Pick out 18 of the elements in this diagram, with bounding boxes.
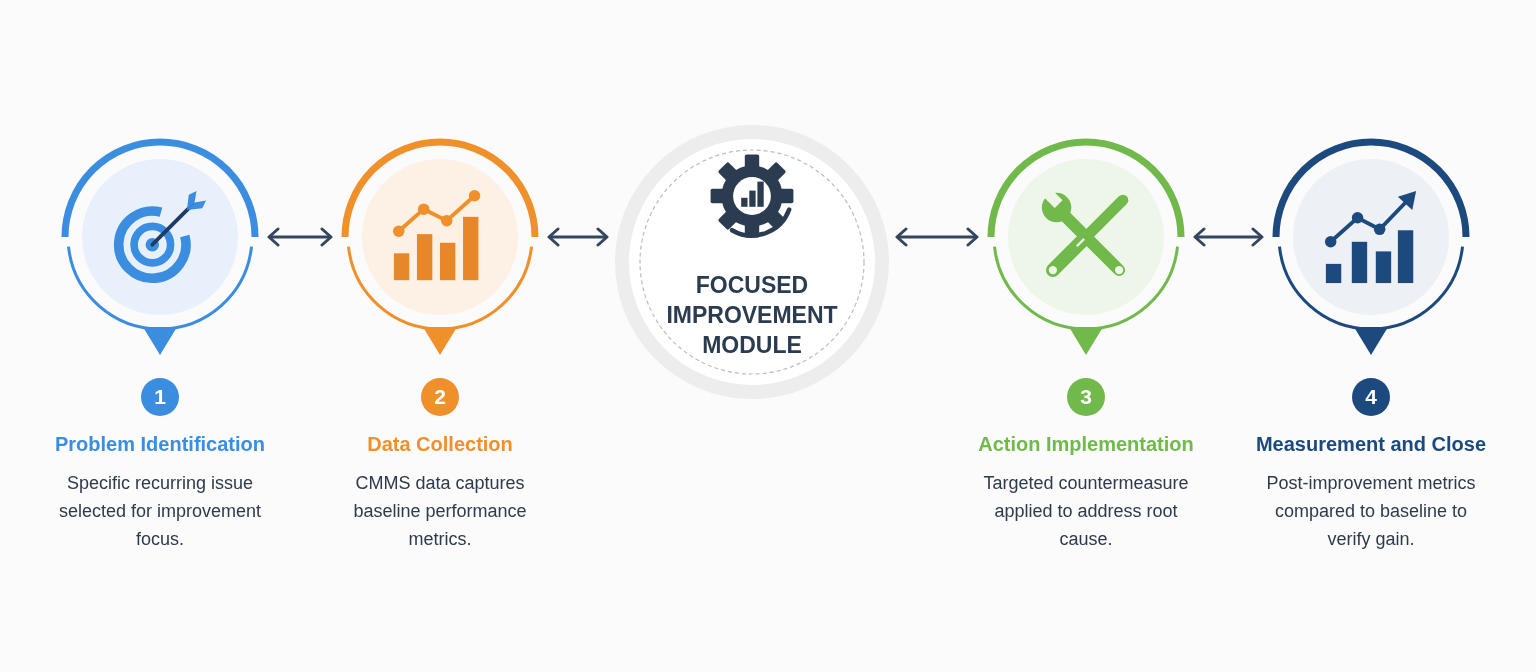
step-title: Problem Identification xyxy=(55,432,265,456)
step-description: Targeted countermeasure applied to address root cause. xyxy=(982,472,1190,551)
hub-circle xyxy=(615,125,889,399)
connector-arrow xyxy=(547,227,609,247)
step-number: 2 xyxy=(421,378,459,416)
connector-arrow xyxy=(1193,227,1264,247)
step-title: Measurement and Close xyxy=(1255,432,1487,456)
connector-arrow xyxy=(267,227,333,247)
step-description: Post-improvement metrics compared to baseline to verify gain. xyxy=(1265,472,1477,551)
hub-title: FOCUSED IMPROVEMENT MODULE xyxy=(665,271,839,360)
step-title: Data Collection xyxy=(367,432,513,456)
step-description: Specific recurring issue selected for improvement focus. xyxy=(57,472,263,551)
step-title: Action Implementation xyxy=(978,432,1194,456)
step-description: CMMS data captures baseline performance metrics. xyxy=(352,472,528,551)
step-number: 3 xyxy=(1067,378,1105,416)
step-number: 4 xyxy=(1352,378,1390,416)
step-number: 1 xyxy=(141,378,179,416)
connector-arrow xyxy=(895,227,979,247)
